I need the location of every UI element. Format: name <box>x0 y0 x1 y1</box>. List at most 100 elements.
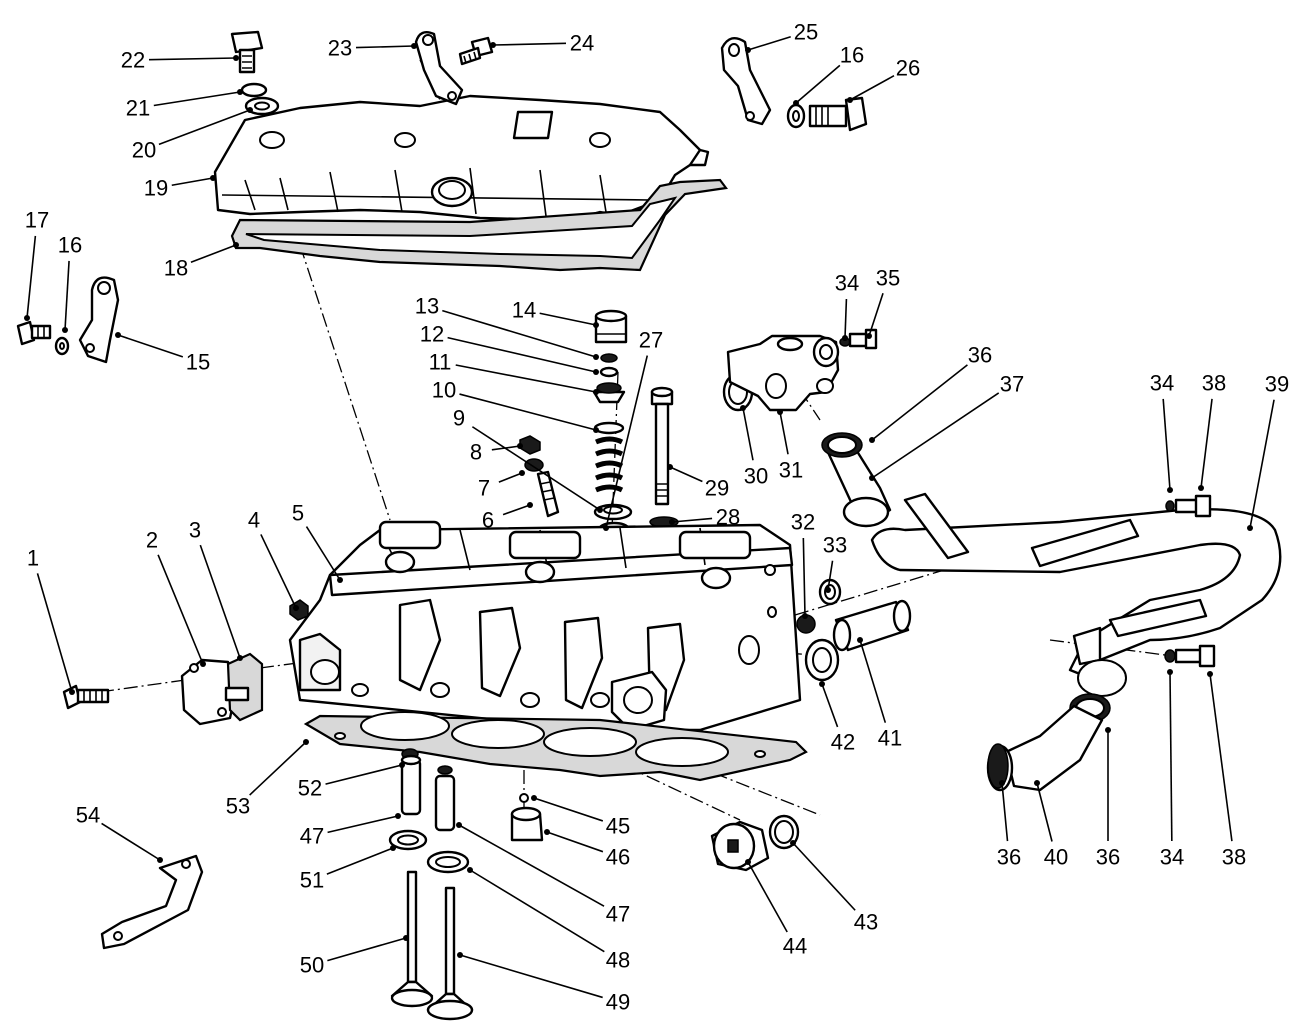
leader-dot-7 <box>519 470 525 476</box>
leader-line-19 <box>171 177 214 187</box>
leader-dot-5 <box>337 577 343 583</box>
callout-41: 41 <box>878 726 902 751</box>
leader-dot-23 <box>411 43 417 49</box>
leader-dot-27 <box>603 525 609 531</box>
leader-dot-35 <box>866 333 872 339</box>
cylinder-head <box>288 520 802 732</box>
bolt-24 <box>458 36 494 66</box>
leader-line-4 <box>260 534 297 609</box>
callout-52: 52 <box>298 776 322 801</box>
pipe-41 <box>832 599 912 652</box>
leader-dot-11 <box>593 389 599 395</box>
leader-dot-18 <box>233 242 239 248</box>
leader-dot-43 <box>790 840 796 846</box>
leader-dot-16 <box>62 327 68 333</box>
callout-12: 12 <box>420 322 444 347</box>
leader-line-14 <box>539 312 597 326</box>
leader-dot-17 <box>24 315 30 321</box>
leader-line-47 <box>458 824 605 907</box>
spring-seat-9 <box>593 503 633 521</box>
leader-line-21 <box>153 91 241 107</box>
leader-dot-47 <box>395 813 401 819</box>
leader-line-43 <box>792 842 856 911</box>
leader-dot-45 <box>531 795 537 801</box>
leader-dot-41 <box>857 637 863 643</box>
leader-dot-48 <box>467 867 473 873</box>
callout-36: 36 <box>1096 845 1120 870</box>
callout-16: 16 <box>58 233 82 258</box>
leader-dot-19 <box>210 175 216 181</box>
leader-dot-10 <box>593 427 599 433</box>
callout-14: 14 <box>512 298 536 323</box>
leader-dot-50 <box>403 935 409 941</box>
leader-dot-51 <box>390 845 396 851</box>
rocker-cluster-3 <box>678 530 752 590</box>
leader-dot-21 <box>237 89 243 95</box>
leader-dot-53 <box>303 739 309 745</box>
leader-line-13 <box>442 309 597 358</box>
leader-line-6 <box>502 504 531 516</box>
leader-line-34 <box>844 298 848 339</box>
tappet-14 <box>594 309 628 344</box>
leader-dot-1 <box>69 689 75 695</box>
leader-dot-8 <box>517 443 523 449</box>
leader-dot-29 <box>667 464 673 470</box>
callout-38: 38 <box>1202 371 1226 396</box>
leader-line-38 <box>1209 673 1233 842</box>
leader-line-37 <box>871 392 1000 479</box>
leader-dot-36 <box>869 437 875 443</box>
callout-24: 24 <box>570 31 594 56</box>
bolt-35 <box>848 328 878 350</box>
leader-line-23 <box>355 45 415 49</box>
leader-line-28 <box>671 517 713 523</box>
bracket-23 <box>414 31 464 106</box>
leader-line-40 <box>1036 782 1053 842</box>
callout-20: 20 <box>132 138 156 163</box>
leader-line-9 <box>471 426 601 511</box>
washer-16-left <box>54 336 70 356</box>
callout-43: 43 <box>854 910 878 935</box>
leader-dot-4 <box>293 605 299 611</box>
leader-dot-24 <box>490 42 496 48</box>
leader-line-45 <box>533 797 604 822</box>
leader-dot-30 <box>740 405 746 411</box>
plug-46 <box>510 806 544 842</box>
head-gasket <box>303 711 808 782</box>
leader-dot-44 <box>745 859 751 865</box>
leader-line-30 <box>742 407 754 461</box>
leader-line-12 <box>447 336 597 373</box>
leader-line-36 <box>871 364 968 441</box>
leader-line-27 <box>605 355 649 529</box>
bracket-15 <box>78 276 120 364</box>
callout-21: 21 <box>126 96 150 121</box>
leader-dot-38 <box>1198 485 1204 491</box>
plug-4 <box>289 599 309 621</box>
leader-dot-3 <box>237 655 243 661</box>
callout-26: 26 <box>896 56 920 81</box>
callout-25: 25 <box>794 20 818 45</box>
leader-dot-20 <box>247 107 253 113</box>
valve-guide-47-left <box>400 754 422 816</box>
leader-line-3 <box>199 544 241 659</box>
leader-dot-32 <box>802 613 808 619</box>
callout-49: 49 <box>606 990 630 1015</box>
valve-seat-51 <box>388 829 428 851</box>
leader-line-33 <box>827 560 834 591</box>
leader-line-51 <box>326 847 394 875</box>
callout-10: 10 <box>432 378 456 403</box>
callout-35: 35 <box>876 266 900 291</box>
callout-42: 42 <box>831 730 855 755</box>
callout-37: 37 <box>1000 372 1024 397</box>
water-pipe-39 <box>870 492 1282 697</box>
rocker-cluster-1 <box>378 520 442 574</box>
leader-line-47 <box>327 815 399 834</box>
callout-29: 29 <box>705 476 729 501</box>
hose-clamp-36-top <box>821 432 863 458</box>
thermostat-housing-31 <box>726 334 840 412</box>
hose-clamp-36-bottom <box>987 743 1009 789</box>
leader-dot-22 <box>233 55 239 61</box>
callout-47: 47 <box>300 824 324 849</box>
callout-5: 5 <box>292 501 304 526</box>
